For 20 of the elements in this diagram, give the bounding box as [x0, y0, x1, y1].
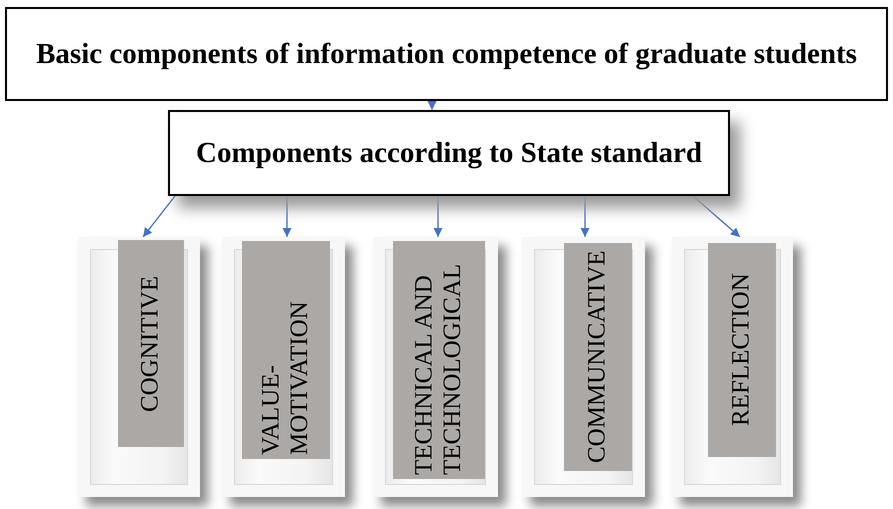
- vertical-label: REFLECTION: [708, 243, 776, 457]
- title-box: [5, 7, 888, 101]
- bevel-plate: [78, 237, 200, 497]
- bevel-plate: [373, 237, 498, 497]
- box-text: Basic components of information competence of graduate students: [36, 38, 857, 70]
- arrow: [692, 196, 740, 238]
- vertical-label: TECHNICAL AND TECHNOLOGICAL: [393, 241, 485, 479]
- bevel-plate: [522, 237, 645, 497]
- arrow: [142, 196, 176, 238]
- arrow: [580, 196, 590, 237]
- bevel-plate: [672, 237, 793, 497]
- title-box: [168, 110, 730, 196]
- arrow: [427, 100, 437, 110]
- vertical-label: COMMUNICATIVE: [564, 243, 632, 471]
- arrow: [433, 196, 443, 237]
- vertical-label: VALUE- MOTIVATION: [242, 241, 330, 459]
- arrow: [282, 196, 292, 237]
- bevel-plate: [222, 237, 345, 497]
- box-text: Components according to State standard: [196, 136, 702, 170]
- vertical-label: COGNITIVE: [118, 240, 184, 447]
